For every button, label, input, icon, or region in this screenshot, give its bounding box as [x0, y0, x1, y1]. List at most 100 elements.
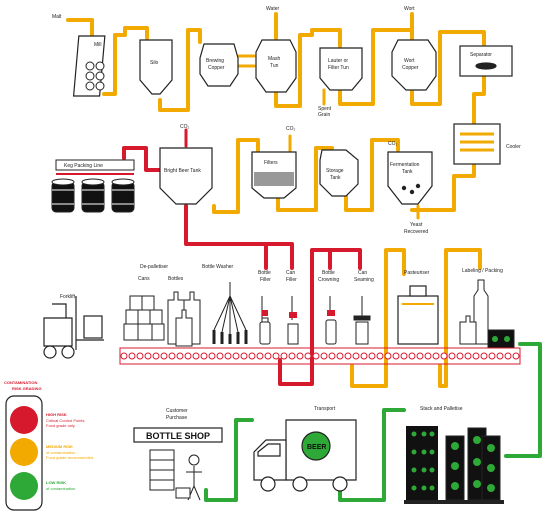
conveyor-roller [264, 352, 272, 360]
pipe-to-seaming [328, 248, 362, 270]
bottles-label: Bottles [168, 276, 184, 282]
pasteuriser [397, 285, 439, 345]
process-pipes [66, 12, 542, 502]
pipe-filler-to-can [264, 242, 294, 270]
brewing-copper-label-2: Copper [208, 65, 225, 71]
pipe-to-labeling [438, 248, 482, 388]
brewing-copper: Brewing Copper [199, 43, 239, 87]
conveyor-roller [136, 352, 144, 360]
cans-label: Cans [138, 276, 150, 282]
low-risk-title: LOW RISK [46, 480, 66, 485]
conveyor-roller [272, 352, 280, 360]
brewing-copper-label-1: Brewing [206, 58, 224, 64]
de-palletiser-label: De-palletiser [140, 264, 168, 270]
separator-label: Separator [470, 52, 492, 58]
conveyor [119, 347, 521, 365]
svg-text:Filler: Filler [286, 277, 297, 283]
bottle-filler [259, 296, 271, 345]
svg-text:Can: Can [286, 270, 295, 276]
separator: Separator [459, 45, 513, 77]
pipe-labeling-to-stack [504, 342, 542, 458]
conveyor-roller [192, 352, 200, 360]
keg-packing-line: Keg Packing Line [51, 159, 135, 213]
pasteuriser-label: Pasteuriser [404, 270, 430, 276]
pipe-to-crowning [278, 248, 332, 386]
water-label: Water [266, 6, 279, 12]
cooler-label: Cooler [506, 144, 521, 150]
labeling-label: Labeling / Packing [462, 268, 503, 274]
conveyor-roller [344, 352, 352, 360]
wort-copper: Wort Copper [391, 39, 437, 91]
svg-text:RISK GRADING: RISK GRADING [12, 386, 42, 391]
conveyor-roller [472, 352, 480, 360]
mill: Mill [72, 35, 106, 97]
conveyor-roller [184, 352, 192, 360]
svg-text:Bottle: Bottle [322, 270, 335, 276]
risk-legend: CONTAMINATION RISK GRADING HIGH RISK Cri… [4, 380, 93, 511]
truck-logo: BEER [307, 444, 326, 451]
spent-grain-label-1: Spent [318, 106, 332, 112]
medium-risk-light [10, 438, 38, 466]
fermentation-tank: Fermentation Tank [387, 151, 433, 205]
conveyor-roller [368, 352, 376, 360]
pipe-to-pasteuriser [350, 248, 406, 388]
conveyor-roller [496, 352, 504, 360]
conveyor-roller [488, 352, 496, 360]
bottle-washer [212, 282, 248, 344]
spent-grain-label-2: Grain [318, 112, 330, 118]
conveyor-roller [120, 352, 128, 360]
conveyor-roller [408, 352, 416, 360]
pipe-mill-to-silo [102, 26, 149, 96]
keg-packing-line-label: Keg Packing Line [64, 163, 103, 169]
conveyor-roller [128, 352, 136, 360]
pipe-mash-to-lauter [274, 28, 342, 108]
pipe-cooler-to-fermentation [410, 162, 476, 212]
conveyor-roller [392, 352, 400, 360]
de-palletiser [123, 291, 201, 347]
conveyor-roller [304, 352, 312, 360]
transport-truck: BEER [253, 419, 357, 492]
svg-text:Lauter or: Lauter or [328, 58, 348, 64]
conveyor-roller [448, 352, 456, 360]
svg-text:Purchase: Purchase [166, 415, 187, 421]
mash-tun: Mash Tun [255, 39, 297, 93]
bottle-shop-sign: BOTTLE SHOP [146, 431, 210, 441]
conveyor-roller [216, 352, 224, 360]
conveyor-roller [456, 352, 464, 360]
svg-text:Bottle: Bottle [258, 270, 271, 276]
svg-text:Can: Can [358, 270, 367, 276]
co2-bright-label: CO₂ [180, 124, 190, 130]
svg-text:Filter Tun: Filter Tun [328, 65, 349, 71]
mash-tun-label: Mash [268, 56, 280, 62]
svg-text:Food grade recommended: Food grade recommended [46, 455, 93, 460]
conveyor-roller [160, 352, 168, 360]
pipe-transport-to-customer [204, 418, 254, 502]
pipe-copper-to-separator [410, 30, 486, 106]
low-risk-desc: of contamination [46, 486, 75, 491]
conveyor-roller [352, 352, 360, 360]
conveyor-roller [176, 352, 184, 360]
malt-label: Malt [52, 14, 62, 20]
stack-palletise [404, 426, 504, 504]
svg-text:Storage: Storage [326, 168, 344, 174]
svg-text:Crowning: Crowning [318, 277, 339, 283]
conveyor-roller [400, 352, 408, 360]
silo-label: Silo [150, 60, 159, 66]
bottle-crowning [325, 296, 337, 345]
cooler [453, 123, 501, 165]
bright-beer-tank-label: Bright Beer Tank [164, 168, 201, 174]
silo: Silo [139, 39, 173, 95]
conveyor-roller [328, 352, 336, 360]
conveyor-roller [256, 352, 264, 360]
conveyor-roller [232, 352, 240, 360]
co2-fermentation-label: CO₂ [388, 141, 398, 147]
conveyor-roller [144, 352, 152, 360]
conveyor-roller [248, 352, 256, 360]
pipe-bright-to-filler [184, 204, 268, 270]
svg-text:Filler: Filler [260, 277, 271, 283]
svg-text:of contamination -: of contamination - [46, 450, 78, 455]
bottle-shop: BOTTLE SHOP [133, 427, 223, 501]
conveyor-roller [416, 352, 424, 360]
svg-text:Copper: Copper [402, 65, 419, 71]
